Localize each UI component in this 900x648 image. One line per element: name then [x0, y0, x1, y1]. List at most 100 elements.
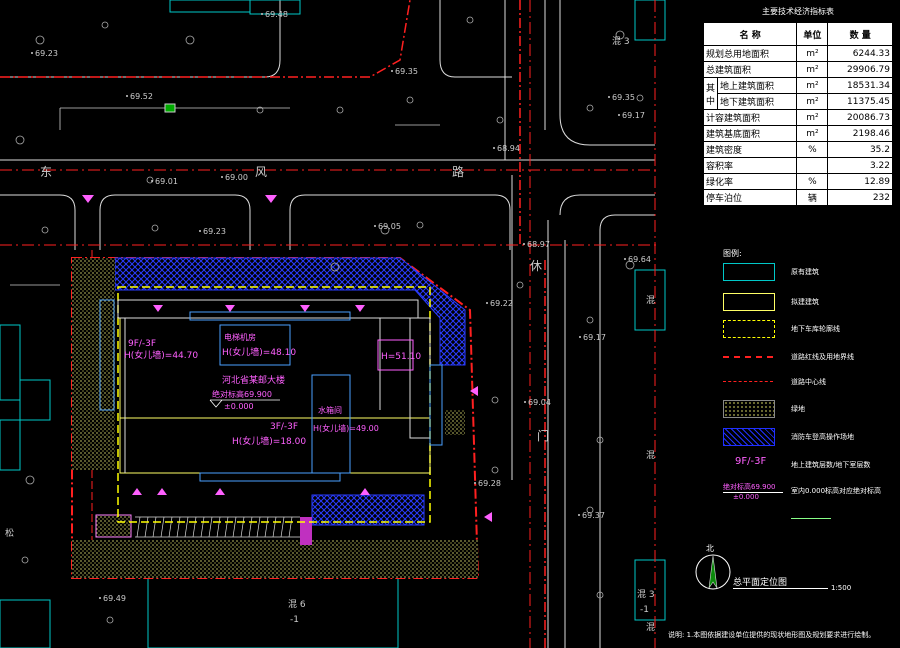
legend-swatch	[723, 428, 775, 446]
map-title: 总平面定位图	[733, 578, 788, 588]
tree-symbols	[15, 16, 644, 624]
side-label-2: 中	[706, 96, 716, 107]
corner-label-7: 混	[646, 450, 655, 461]
elevation-point	[31, 52, 33, 54]
west-height-label: H(女儿墙)=44.70	[124, 349, 198, 361]
elevation-label: 69.37	[582, 511, 605, 520]
row-name: 容积率	[702, 157, 798, 174]
row-unit: %	[796, 173, 829, 190]
new-building	[117, 299, 431, 474]
ne-block-height: H=51.10	[381, 352, 421, 362]
legend-title: 图例:	[723, 249, 742, 258]
water-tank-label: 水箱间	[318, 405, 342, 415]
row-name: 建筑基底面积	[702, 125, 798, 142]
elevation-point	[578, 514, 580, 516]
elevation-point	[221, 176, 223, 178]
row-name: 总建筑面积	[702, 61, 798, 78]
building-blocks	[99, 299, 443, 482]
elevation-point	[523, 243, 525, 245]
row-value: 12.89	[827, 173, 893, 190]
corner-label-3: -1	[290, 615, 299, 625]
row-value: 232	[827, 189, 893, 206]
elevation-label: 69.49	[103, 594, 126, 603]
elevation-point	[624, 258, 626, 260]
entrance-markers	[82, 195, 492, 522]
row-value: 3.22	[827, 157, 893, 174]
elevation-point	[374, 225, 376, 227]
elevation-label: 69.35	[395, 67, 418, 76]
table-row: 绿化率%12.89	[702, 173, 893, 190]
legend-item: 原有建筑	[723, 263, 833, 281]
legend-swatch: 9F/-3F	[735, 456, 767, 467]
pipe-fixture	[164, 103, 176, 113]
elevation-point	[261, 13, 263, 15]
legend-label: 原有建筑	[791, 268, 819, 276]
legend-label: 地下车库轮廓线	[791, 325, 840, 333]
pipe-line-2	[10, 124, 440, 286]
elevation-label: 69.01	[155, 177, 178, 186]
row-unit: %	[796, 141, 829, 158]
legend-label: 消防车登高操作场地	[791, 433, 854, 441]
legend-label: 道路红线及用地界线	[791, 353, 854, 361]
legend-item: 消防车登高操作场地	[723, 428, 854, 446]
legend-label: 拟建建筑	[791, 298, 819, 306]
west-floors-label: 9F/-3F	[128, 339, 156, 349]
map-title-underline	[733, 588, 828, 589]
legend-swatch	[791, 518, 831, 519]
fire-truck-area-south	[311, 494, 425, 526]
row-unit: m²	[796, 61, 829, 78]
header-name: 名 称	[702, 22, 798, 46]
nw-block-name: 电梯机房	[224, 332, 256, 342]
side-label-1: 其	[706, 83, 716, 94]
elevation-point	[608, 96, 610, 98]
row-value: 6244.33	[827, 45, 893, 62]
elevation-point	[99, 597, 101, 599]
legend-swatch	[723, 263, 775, 281]
elevation-point	[126, 95, 128, 97]
row-unit: m²	[796, 45, 829, 62]
green-areas	[72, 258, 478, 578]
nw-block-height: H(女儿墙)=48.10	[222, 346, 296, 358]
south-height-label: H(女儿墙)=18.00	[232, 435, 306, 447]
row-name: 建筑密度	[702, 141, 798, 158]
row-value: 20086.73	[827, 109, 893, 126]
elevation-label: 69.22	[490, 299, 513, 308]
elevation-point	[524, 401, 526, 403]
row-value: 18531.34	[827, 77, 893, 94]
row-value: 2198.46	[827, 125, 893, 142]
legend-item: 绿地	[723, 400, 833, 418]
legend-item: 拟建建筑	[723, 293, 833, 311]
row-value: 11375.45	[827, 93, 893, 110]
row-unit: 辆	[796, 189, 829, 206]
elevation-label: 69.28	[478, 479, 501, 488]
elevation-label: 68.97	[527, 240, 550, 249]
legend-item	[723, 510, 833, 528]
drawing-note: 说明: 1.本图依据建设单位提供的现状地形图及规划要求进行绘制。	[668, 631, 876, 639]
corner-label-8: 混	[646, 622, 655, 633]
road-name-char-1: 东	[40, 165, 52, 179]
legend-label: 室内0.000标高对应绝对标高	[791, 487, 882, 495]
existing-buildings	[0, 0, 666, 648]
corner-label-5: -1	[640, 605, 649, 615]
legend-label: 道路中心线	[791, 378, 826, 386]
row-unit: m²	[796, 109, 829, 126]
row-value: 29906.79	[827, 61, 893, 78]
parking-ramp	[300, 517, 312, 545]
parking-row	[135, 516, 300, 538]
corner-label-1: 混 3	[612, 36, 630, 47]
elevation-label: 69.23	[35, 49, 58, 58]
road-name-char-2: 风	[255, 165, 267, 179]
south-floors-label: 3F/-3F	[270, 422, 298, 432]
tech-table-title: 主要技术经济指标表	[762, 7, 834, 16]
row-name: 停车泊位	[702, 189, 798, 206]
corner-label-9: 松	[5, 527, 14, 539]
north-label: 北	[706, 544, 714, 553]
